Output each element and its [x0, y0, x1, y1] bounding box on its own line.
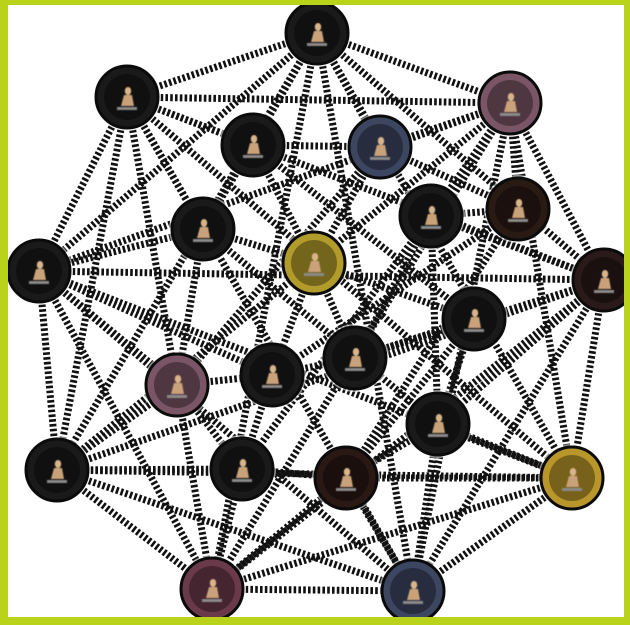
node-n21 — [178, 555, 246, 617]
node-n17 — [404, 390, 472, 458]
node-n6 — [8, 237, 73, 305]
node-n19 — [312, 444, 380, 512]
node-n9 — [280, 229, 348, 297]
node-n13 — [143, 351, 211, 419]
node-n20 — [538, 444, 606, 512]
node-n14 — [238, 341, 306, 409]
node-n7 — [484, 175, 552, 243]
node-n4 — [219, 111, 287, 179]
network-diagram — [8, 5, 624, 617]
node-n5 — [346, 113, 414, 181]
node-n18 — [208, 435, 276, 503]
network-graph — [8, 5, 624, 617]
node-n2 — [93, 63, 161, 131]
node-n22 — [379, 557, 447, 617]
node-n3 — [476, 69, 544, 137]
node-n11 — [397, 182, 465, 250]
node-n16 — [23, 436, 91, 504]
node-n12 — [321, 324, 389, 392]
node-n15 — [440, 285, 508, 353]
node-n8 — [169, 195, 237, 263]
edge-n2-n3 — [127, 97, 510, 103]
